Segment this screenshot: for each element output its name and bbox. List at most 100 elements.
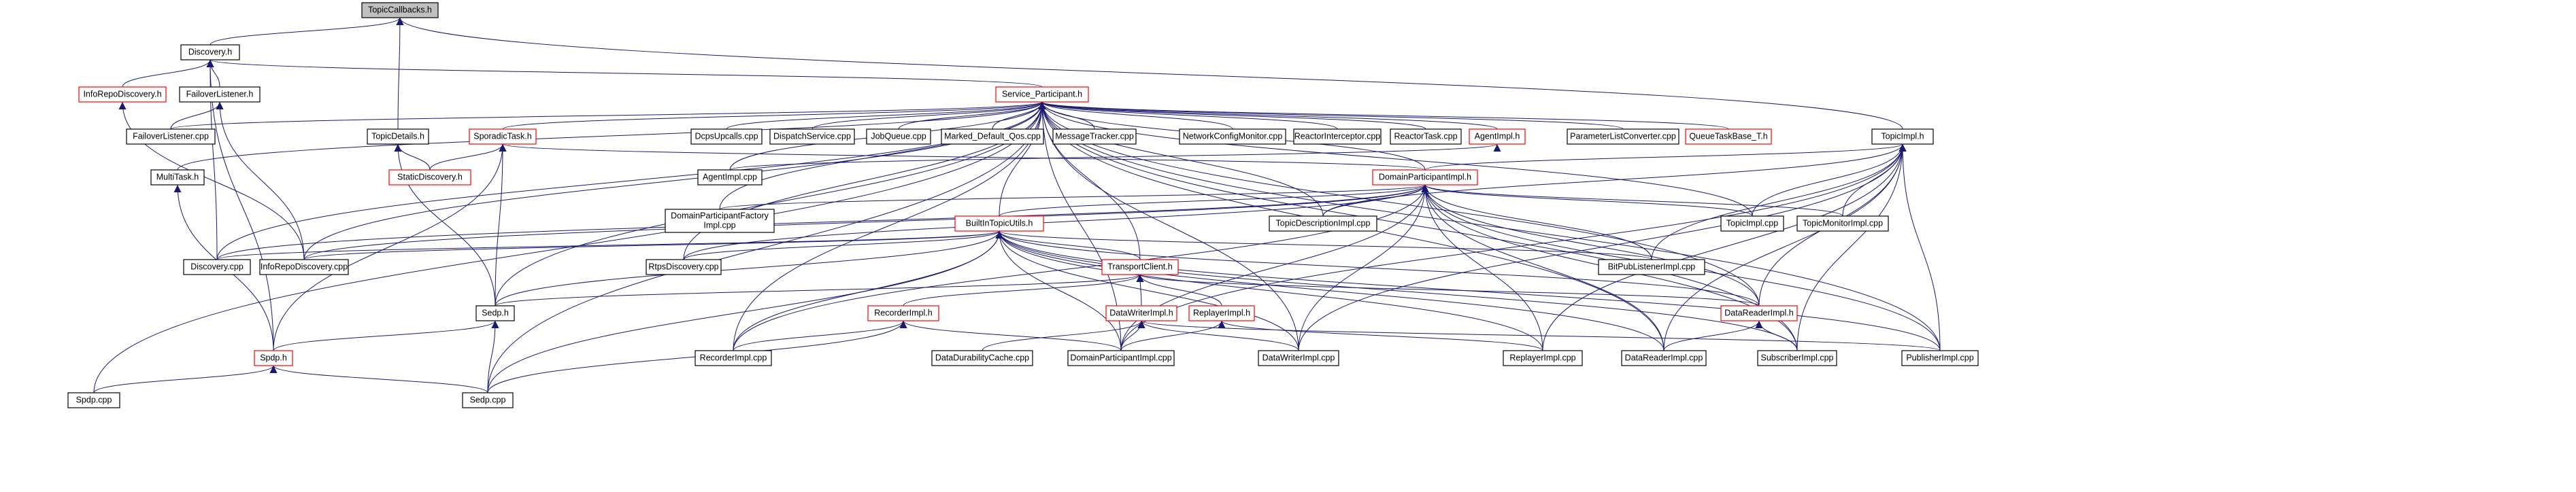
node-publisher-impl[interactable]: PublisherImpl.cpp xyxy=(1901,350,1979,366)
node-queue-task-base[interactable]: QueueTaskBase_T.h xyxy=(1685,128,1772,145)
node-label: FailoverListener.h xyxy=(186,89,254,99)
edge-replayer-impl-cpp-to-replayer-implh xyxy=(1218,320,1543,351)
node-box xyxy=(126,128,216,145)
node-built-in-topic-utils[interactable]: BuiltInTopicUtils.h xyxy=(954,215,1044,232)
node-rtps-discovery[interactable]: RtpsDiscovery.cpp xyxy=(646,259,722,275)
node-marked-default-qos[interactable]: Marked_Default_Qos.cpp xyxy=(941,128,1044,145)
node-label: TransportClient.h xyxy=(1107,262,1172,271)
edge-spdph-to-sporadic-task xyxy=(273,143,507,351)
node-dispatch-service[interactable]: DispatchService.cpp xyxy=(769,128,855,145)
node-sedp-cpp[interactable]: Sedp.cpp xyxy=(462,392,514,408)
edge-data-writer-impl-cpp-to-service-participant xyxy=(1038,101,1299,351)
node-multi-task[interactable]: MultiTask.h xyxy=(150,169,205,186)
node-label: DcpsUpcalls.cpp xyxy=(695,131,758,141)
node-data-writer-impl-cpp[interactable]: DataWriterImpl.cpp xyxy=(1258,350,1339,366)
node-sporadic-task[interactable]: SporadicTask.h xyxy=(469,128,537,145)
node-box xyxy=(1598,259,1705,275)
node-topic-callbacks[interactable]: TopicCallbacks.h xyxy=(361,2,439,18)
edge-built-in-topic-utils-to-domain-participant-implh xyxy=(999,184,1429,217)
node-label: Sedp.cpp xyxy=(470,395,506,404)
node-label: AgentImpl.cpp xyxy=(703,172,757,181)
node-box xyxy=(475,305,515,321)
node-recorder-impl-cpp[interactable]: RecorderImpl.cpp xyxy=(695,350,772,366)
node-box xyxy=(690,128,763,145)
edge-discovery-cpp-to-built-in-topic-utils xyxy=(216,230,1003,260)
node-label: JobQueue.cpp xyxy=(871,131,926,141)
edge-subscriber-impl-to-data-reader-implh xyxy=(1755,320,1798,351)
node-topic-impl-cpp[interactable]: TopicImpl.cpp xyxy=(1720,215,1784,232)
edge-info-repo-discovery-cpp-to-failover-listener xyxy=(216,101,305,260)
edge-data-reader-impl-cpp-to-data-reader-implh xyxy=(1663,320,1763,351)
node-box xyxy=(1901,350,1979,366)
node-bit-pub-listener-impl[interactable]: BitPubListenerImpl.cpp xyxy=(1598,259,1705,275)
node-dcps-upcalls[interactable]: DcpsUpcalls.cpp xyxy=(690,128,763,145)
node-label: FailoverListener.cpp xyxy=(133,131,209,141)
node-reactor-task[interactable]: ReactorTask.cpp xyxy=(1390,128,1462,145)
node-topic-implh[interactable]: TopicImpl.h xyxy=(1871,128,1934,145)
edge-subscriber-impl-to-topic-implh xyxy=(1796,143,1907,351)
edge-static-discovery-to-topic-details xyxy=(394,143,431,171)
node-service-participant[interactable]: Service_Participant.h xyxy=(995,86,1089,103)
node-parameter-list-converter[interactable]: ParameterListConverter.cpp xyxy=(1567,128,1679,145)
node-replayer-implh[interactable]: ReplayerImpl.h xyxy=(1188,305,1255,321)
node-topic-details[interactable]: TopicDetails.h xyxy=(367,128,429,145)
node-spdp-cpp[interactable]: Spdp.cpp xyxy=(67,392,120,408)
node-spdph[interactable]: Spdp.h xyxy=(254,350,293,366)
node-replayer-impl-cpp[interactable]: ReplayerImpl.cpp xyxy=(1503,350,1583,366)
node-box xyxy=(1188,305,1255,321)
node-label: DomainParticipantImpl.h xyxy=(1379,172,1471,181)
node-box xyxy=(1052,128,1137,145)
node-agent-impl-cpp[interactable]: AgentImpl.cpp xyxy=(697,169,763,186)
node-label: TopicImpl.h xyxy=(1881,131,1924,141)
edge-bit-pub-listener-impl-to-topic-implh xyxy=(1651,143,1907,260)
node-box xyxy=(769,128,855,145)
node-message-tracker[interactable]: MessageTracker.cpp xyxy=(1052,128,1137,145)
node-static-discovery[interactable]: StaticDiscovery.h xyxy=(388,169,471,186)
node-info-repo-discovery[interactable]: InfoRepoDiscovery.h xyxy=(78,86,167,103)
node-recorder-implh[interactable]: RecorderImpl.h xyxy=(867,305,939,321)
node-agent-implh[interactable]: AgentImpl.h xyxy=(1469,128,1526,145)
node-transport-client[interactable]: TransportClient.h xyxy=(1101,259,1179,275)
edge-domain-participant-implh-to-sporadic-task xyxy=(499,143,1426,171)
node-job-queue[interactable]: JobQueue.cpp xyxy=(866,128,931,145)
edge-sedp-cpp-to-spdph xyxy=(269,365,488,393)
edge-publisher-impl-to-topic-implh xyxy=(1898,143,1941,351)
edge-topic-impl-cpp-to-service-participant xyxy=(1038,101,1753,217)
node-domain-participant-impl-cpp[interactable]: DomainParticipantImpl.cpp xyxy=(1067,350,1175,366)
node-topic-monitor-impl[interactable]: TopicMonitorImpl.cpp xyxy=(1796,215,1889,232)
node-failover-listener[interactable]: FailoverListener.h xyxy=(179,86,261,103)
edge-spdph-to-sedph xyxy=(273,320,499,351)
node-label: Spdp.cpp xyxy=(76,395,112,404)
node-topic-description-impl[interactable]: TopicDescriptionImpl.cpp xyxy=(1269,215,1377,232)
node-discovery[interactable]: Discovery.h xyxy=(180,44,240,60)
node-domain-participant-implh[interactable]: DomainParticipantImpl.h xyxy=(1372,169,1478,186)
edge-domain-participant-impl-cpp-to-recorder-implh xyxy=(899,320,1122,351)
node-data-durability-cache[interactable]: DataDurabilityCache.cpp xyxy=(931,350,1033,366)
edge-sedph-to-transport-client xyxy=(495,274,1144,306)
edge-data-reader-implh-to-transport-client xyxy=(1136,274,1760,306)
node-box xyxy=(1685,128,1772,145)
node-data-reader-implh[interactable]: DataReaderImpl.h xyxy=(1720,305,1798,321)
edge-recorder-implh-to-transport-client xyxy=(903,274,1144,306)
node-reactor-interceptor[interactable]: ReactorInterceptor.cpp xyxy=(1293,128,1382,145)
node-label: ReplayerImpl.h xyxy=(1193,308,1250,317)
node-discovery-cpp[interactable]: Discovery.cpp xyxy=(183,259,251,275)
node-label: SubscriberImpl.cpp xyxy=(1761,353,1834,362)
node-network-config-monitor[interactable]: NetworkConfigMonitor.cpp xyxy=(1179,128,1286,145)
edge-subscriber-impl-to-service-participant xyxy=(1038,101,1798,351)
node-box xyxy=(254,350,293,366)
node-failover-listener-cpp[interactable]: FailoverListener.cpp xyxy=(126,128,216,145)
edges-layer xyxy=(93,17,1941,393)
node-label: DataWriterImpl.cpp xyxy=(1262,353,1335,362)
edge-topic-details-to-topic-callbacks xyxy=(396,17,404,130)
node-info-repo-discovery-cpp[interactable]: InfoRepoDiscovery.cpp xyxy=(259,259,349,275)
node-label: StaticDiscovery.h xyxy=(397,172,463,181)
node-data-writer-implh[interactable]: DataWriterImpl.h xyxy=(1105,305,1177,321)
edge-data-writer-impl-cpp-to-topic-implh xyxy=(1298,143,1907,351)
node-data-reader-impl-cpp[interactable]: DataReaderImpl.cpp xyxy=(1621,350,1707,366)
node-subscriber-impl[interactable]: SubscriberImpl.cpp xyxy=(1757,350,1837,366)
node-box xyxy=(180,44,240,60)
node-box xyxy=(1720,215,1784,232)
node-sedph[interactable]: Sedp.h xyxy=(475,305,515,321)
